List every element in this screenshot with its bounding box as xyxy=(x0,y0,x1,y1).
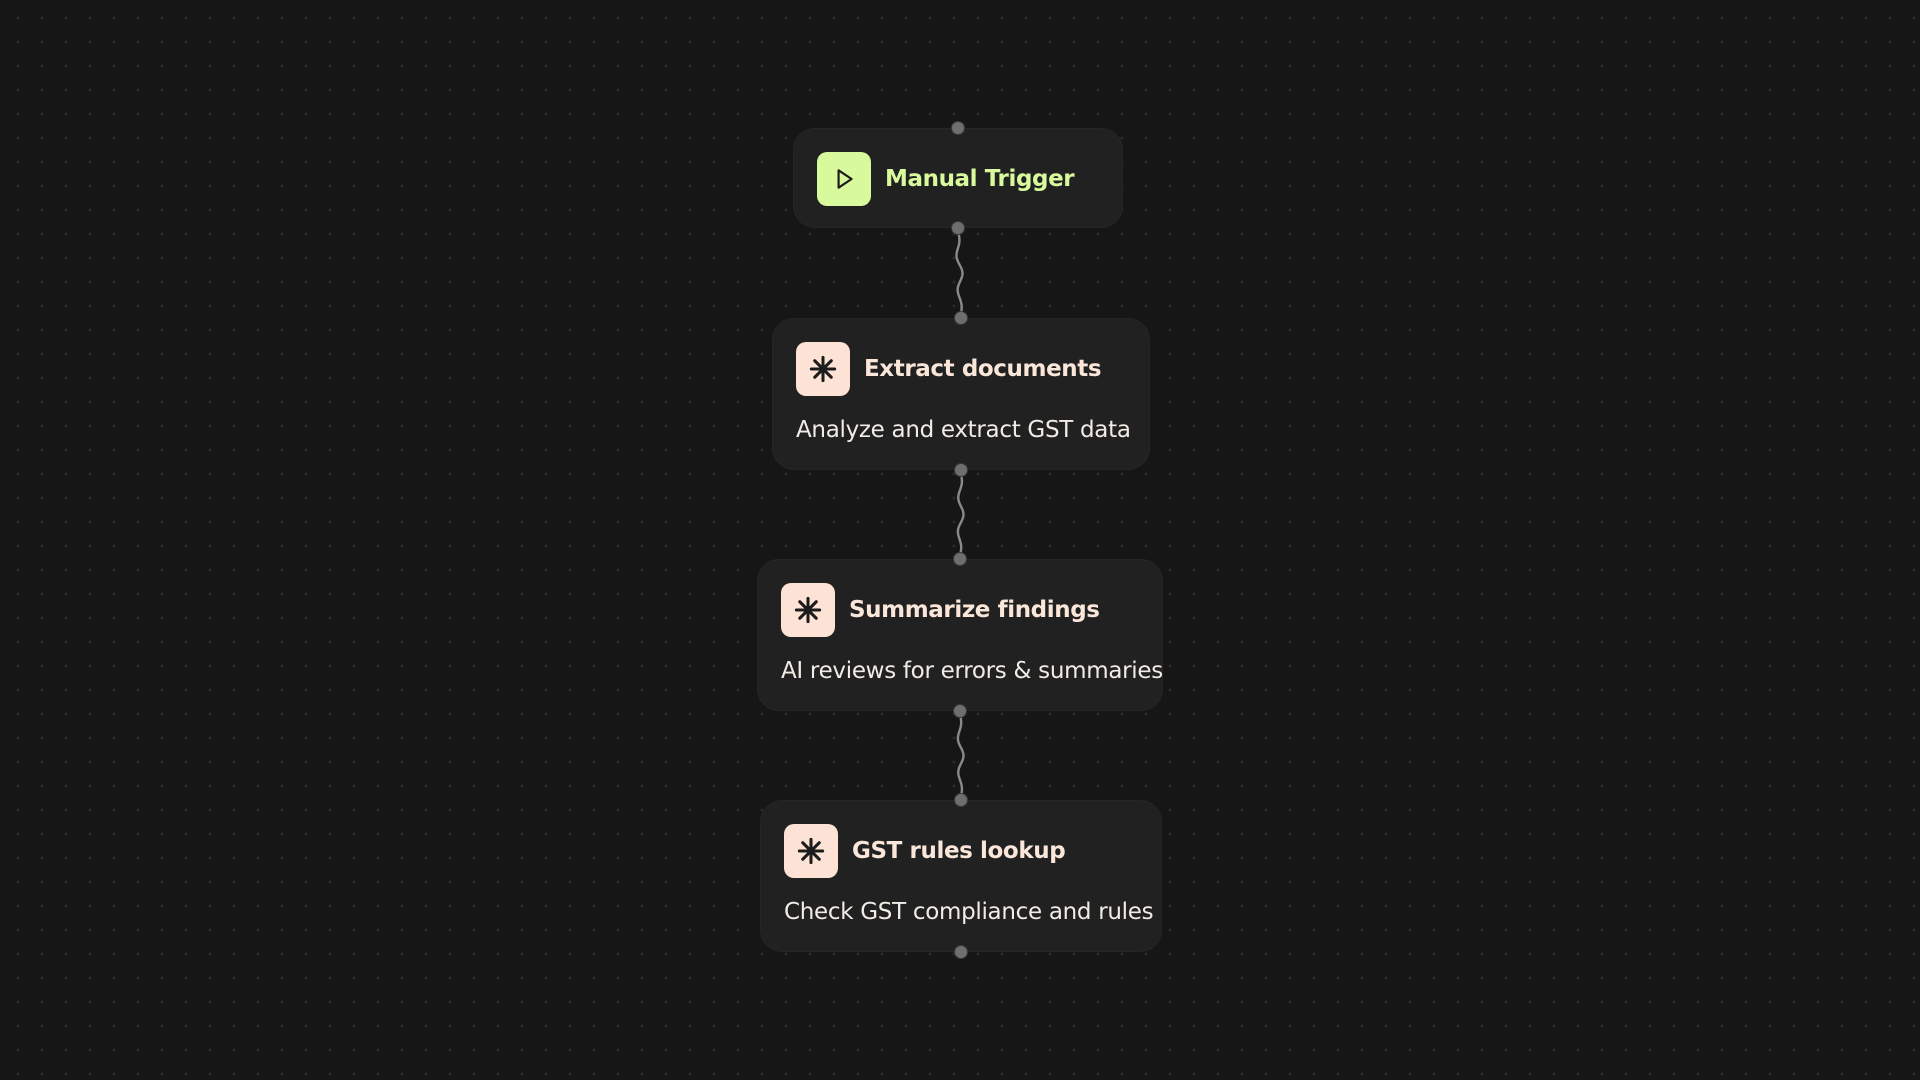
node-header: GST rules lookup xyxy=(784,824,1066,878)
node-title: GST rules lookup xyxy=(852,838,1066,864)
output-port[interactable] xyxy=(954,945,968,959)
connection-extract-summarize xyxy=(956,468,965,561)
node-header: Extract documents xyxy=(796,342,1102,396)
input-port[interactable] xyxy=(951,121,965,135)
node-description: Analyze and extract GST data xyxy=(796,417,1131,443)
node-description: Check GST compliance and rules xyxy=(784,899,1154,925)
node-summarize[interactable]: Summarize findings AI reviews for errors … xyxy=(757,559,1163,711)
node-header: Manual Trigger xyxy=(817,152,1075,206)
node-trigger[interactable]: Manual Trigger xyxy=(793,128,1123,228)
input-port[interactable] xyxy=(954,311,968,325)
input-port[interactable] xyxy=(953,552,967,566)
node-header: Summarize findings xyxy=(781,583,1100,637)
node-title: Extract documents xyxy=(864,356,1102,382)
output-port[interactable] xyxy=(954,463,968,477)
asterisk-icon xyxy=(796,342,850,396)
connection-summarize-lookup xyxy=(956,709,965,802)
node-title: Manual Trigger xyxy=(885,166,1075,192)
output-port[interactable] xyxy=(951,221,965,235)
node-title: Summarize findings xyxy=(849,597,1100,623)
asterisk-icon xyxy=(784,824,838,878)
output-port[interactable] xyxy=(953,704,967,718)
connection-trigger-extract xyxy=(955,226,964,320)
node-description: AI reviews for errors & summaries xyxy=(781,658,1163,684)
input-port[interactable] xyxy=(954,793,968,807)
asterisk-icon xyxy=(781,583,835,637)
play-icon xyxy=(817,152,871,206)
